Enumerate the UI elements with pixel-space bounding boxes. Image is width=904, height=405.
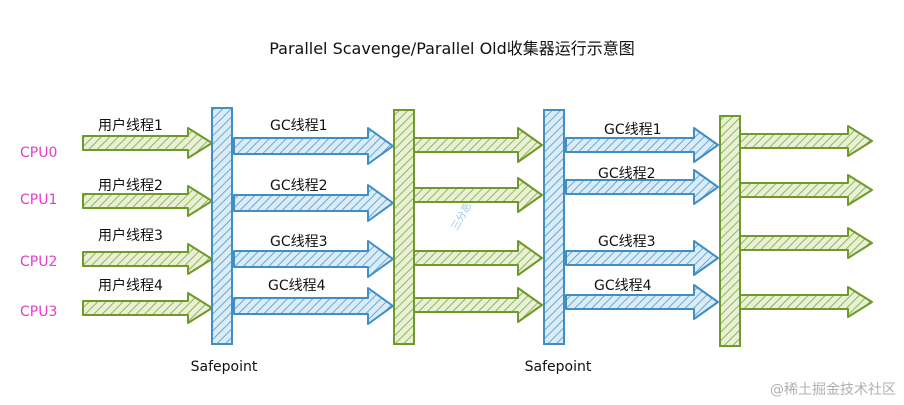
gc-thread-arrows-phase1 — [233, 127, 394, 325]
user-thread-arrows — [82, 127, 213, 324]
user-thread-label: 用户线程2 — [98, 177, 163, 194]
gc-thread-arrow — [565, 169, 719, 205]
gc-thread-label: GC线程4 — [268, 278, 326, 294]
user-thread-arrow — [739, 227, 873, 259]
watermark-center: 三分恶 — [449, 201, 474, 233]
safepoint-bar-1 — [211, 107, 233, 345]
safepoint-label: Safepoint — [525, 359, 592, 375]
gc-thread-arrow — [233, 287, 394, 325]
gc-thread-labels-phase2: GC线程1 GC线程2 GC线程3 GC线程4 — [594, 122, 662, 294]
user-thread-label: 用户线程4 — [98, 277, 163, 294]
gc-thread-label: GC线程3 — [598, 234, 656, 250]
user-thread-arrows-final — [739, 125, 873, 318]
gc-thread-arrow — [565, 284, 719, 320]
user-thread-arrow — [82, 292, 213, 324]
user-thread-arrow — [413, 177, 543, 213]
cpu-label: CPU3 — [20, 304, 57, 320]
user-thread-labels: 用户线程1 用户线程2 用户线程3 用户线程4 — [98, 117, 163, 294]
gc-thread-label: GC线程1 — [604, 122, 662, 138]
gc-thread-label: GC线程4 — [594, 278, 652, 294]
cpu-label: CPU2 — [20, 254, 57, 270]
user-thread-arrow — [82, 127, 213, 159]
user-thread-arrow — [413, 240, 543, 276]
safepoint-bar-2 — [543, 109, 565, 345]
user-thread-arrow — [739, 125, 873, 157]
gc-thread-arrow — [233, 240, 394, 278]
gc-thread-label: GC线程2 — [270, 178, 328, 194]
gc-thread-label: GC线程2 — [598, 166, 656, 182]
user-thread-arrows-resume — [413, 127, 543, 323]
gc-thread-label: GC线程1 — [270, 118, 328, 134]
user-thread-arrow — [82, 243, 213, 275]
user-thread-arrow — [739, 174, 873, 206]
diagram-title: Parallel Scavenge/Parallel Old收集器运行示意图 — [269, 39, 635, 58]
watermark-corner: @稀土掘金技术社区 — [770, 382, 896, 398]
gc-thread-labels-phase1: GC线程1 GC线程2 GC线程3 GC线程4 — [268, 118, 328, 294]
gc-thread-arrow — [233, 127, 394, 165]
user-thread-arrow — [413, 127, 543, 163]
gc-thread-arrow — [233, 184, 394, 222]
gc-thread-label: GC线程3 — [270, 234, 328, 250]
safepoint-label: Safepoint — [191, 359, 258, 375]
user-thread-arrow — [739, 286, 873, 318]
gc-thread-arrow — [565, 240, 719, 276]
phase-end-bar-2 — [719, 115, 741, 347]
phase-bars — [211, 107, 741, 347]
cpu-label: CPU1 — [20, 192, 57, 208]
phase-end-bar-1 — [393, 109, 415, 345]
gc-thread-arrows-phase2 — [565, 127, 719, 320]
user-thread-arrow — [413, 287, 543, 323]
user-thread-label: 用户线程1 — [98, 117, 163, 134]
gc-thread-arrow — [565, 127, 719, 163]
user-thread-arrow — [82, 185, 213, 217]
cpu-labels: CPU0 CPU1 CPU2 CPU3 — [20, 145, 57, 320]
cpu-label: CPU0 — [20, 145, 57, 161]
user-thread-label: 用户线程3 — [98, 227, 163, 244]
